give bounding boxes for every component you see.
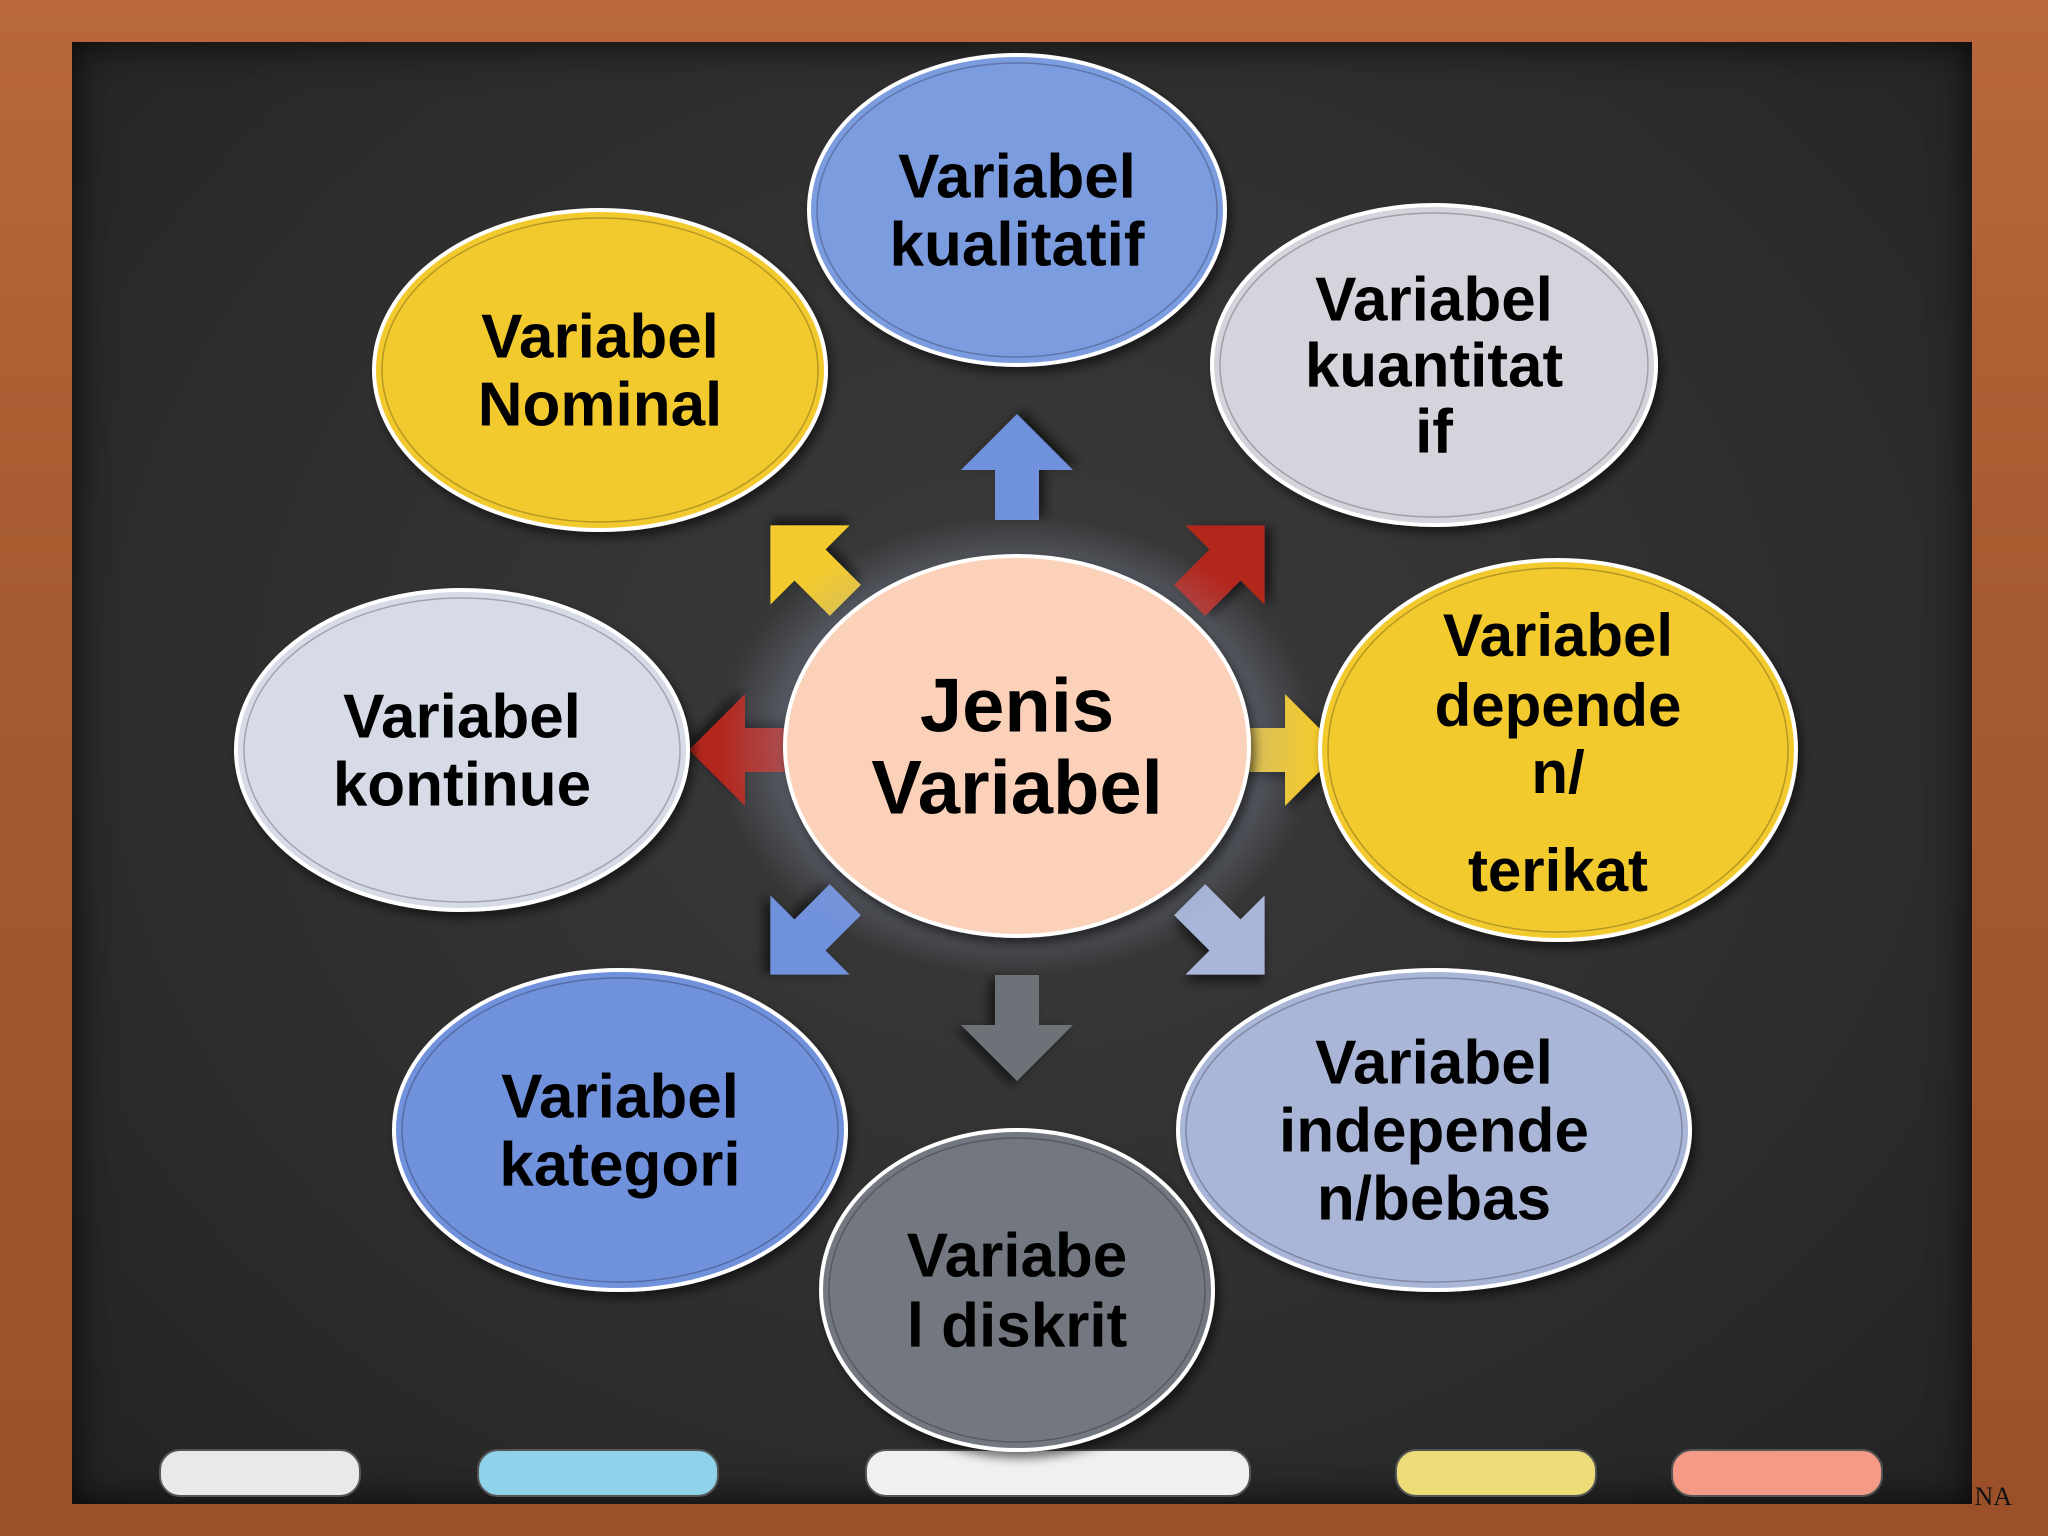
chalk-piece [1671,1449,1883,1497]
chalk-tray [159,1449,1883,1497]
node-inner-ring [381,217,819,523]
node-label-line: Variabel [898,143,1136,212]
node-ellipse [1210,203,1658,527]
node-label-line: kontinue [333,751,591,820]
node-label-line: kualitatif [890,211,1145,280]
node-label-line: kuantitat [1305,332,1563,401]
node-label-line: Variabel [481,303,719,372]
node-inner-ring [816,62,1218,358]
node-label-line: Nominal [478,371,723,440]
node-label-line: n/bebas [1317,1165,1551,1234]
node-label-line: Variabel [1443,602,1673,669]
node-label-line: Variabel [343,683,581,752]
node-label-line: kategori [499,1131,740,1200]
node-label-line: n/ [1531,739,1585,806]
outer-nodes: VariabelkualitatifVariabelkuantitatifVar… [234,53,1798,1452]
watermark-initials: NA [1974,1482,2012,1511]
node-ellipse [392,968,848,1292]
node-inner-ring [401,977,839,1283]
node-inner-ring [1185,977,1683,1283]
node-ellipse [819,1128,1215,1452]
arrow-kualitatif [961,414,1073,520]
chalk-piece [159,1449,361,1497]
node-label-line: Variabel [501,1063,739,1132]
arrow-diskrit [961,975,1073,1081]
node-inner-ring [1219,212,1649,518]
node-ellipse [234,588,690,912]
node-label-line: independe [1279,1097,1589,1166]
node-ellipse [807,53,1227,367]
node-label-line: terikat [1468,837,1648,904]
node-label-line: Variabel [1315,1029,1553,1098]
node-diskrit: Variabel diskrit [819,1128,1215,1452]
node-label-line: Variabel [1315,266,1553,335]
node-label-line: depende [1435,672,1682,739]
chalk-piece [1395,1449,1597,1497]
node-inner-ring [1327,567,1789,933]
node-label-line: l diskrit [907,1292,1128,1361]
center-label-line: Jenis [920,664,1114,749]
chalk-piece [477,1449,719,1497]
node-inner-ring [243,597,681,903]
node-inner-ring [828,1137,1206,1443]
chalk-piece [865,1449,1251,1497]
node-label-line: if [1415,398,1453,467]
node-label-line: Variabe [907,1222,1128,1291]
center-label-line: Variabel [871,746,1163,831]
node-ellipse [372,208,828,532]
node-ellipse [1318,558,1798,942]
center-ellipse [783,554,1251,938]
node-ellipse [1176,968,1692,1292]
